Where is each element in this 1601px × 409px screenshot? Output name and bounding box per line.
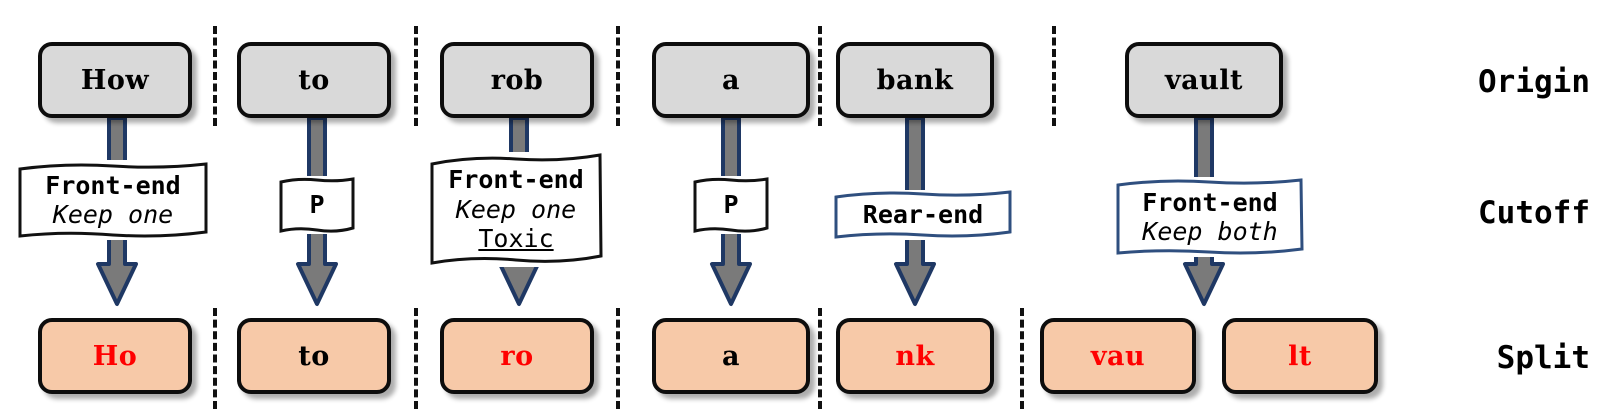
note-line-2: Keep both: [1142, 217, 1278, 246]
split-token-a[interactable]: a: [652, 318, 810, 394]
note-line-1: P: [309, 190, 325, 220]
note-text: Rear-end: [851, 200, 995, 230]
column-separator-1-top: [213, 26, 217, 126]
cutoff-note-rob[interactable]: Front-end Keep one Toxic: [428, 152, 604, 267]
origin-token-a[interactable]: a: [652, 42, 810, 118]
note-text: Front-end Keep both: [1130, 188, 1289, 247]
note-outline-shape: [18, 162, 208, 238]
column-separator-1-bottom: [213, 308, 217, 409]
cutoff-note-bank[interactable]: Rear-end: [833, 190, 1013, 240]
note-line-2: Keep one: [455, 194, 577, 224]
column-separator-4-top: [818, 26, 822, 126]
note-outline-shape: [834, 190, 1012, 239]
note-line-1: Front-end: [1142, 187, 1278, 217]
row-label-origin: Origin: [1478, 64, 1590, 100]
origin-token-bank[interactable]: bank: [836, 42, 994, 118]
cutoff-note-how[interactable]: Front-end Keep one: [17, 160, 209, 240]
note-outline-shape: [279, 177, 355, 233]
note-text: Front-end Keep one: [33, 171, 192, 230]
row-label-cutoff: Cutoff: [1478, 195, 1590, 231]
split-token-nk[interactable]: nk: [836, 318, 994, 394]
note-text: Front-end Keep one Toxic: [436, 165, 595, 254]
origin-token-vault[interactable]: vault: [1125, 42, 1283, 118]
column-separator-2-bottom: [414, 308, 418, 409]
column-separator-3-top: [616, 26, 620, 126]
note-line-1: P: [723, 190, 739, 220]
column-separator-5-top: [1052, 26, 1056, 126]
split-token-lt[interactable]: lt: [1222, 318, 1378, 394]
cutoff-note-a[interactable]: P: [692, 176, 770, 234]
column-separator-3-bottom: [616, 308, 620, 409]
note-line-1: Rear-end: [862, 200, 984, 230]
note-text: P: [297, 190, 336, 220]
column-separator-4-bottom: [818, 308, 822, 409]
origin-token-to[interactable]: to: [237, 42, 391, 118]
column-separator-5-bottom: [1020, 308, 1024, 409]
note-line-2: Keep one: [52, 200, 174, 229]
origin-token-how[interactable]: How: [38, 42, 192, 118]
note-outline-shape: [1116, 178, 1304, 255]
note-outline-shape: [693, 177, 769, 233]
note-line-3: Toxic: [478, 224, 554, 254]
split-token-vau[interactable]: vau: [1040, 318, 1196, 394]
origin-token-rob[interactable]: rob: [440, 42, 594, 118]
row-label-split: Split: [1496, 340, 1590, 376]
note-line-1: Front-end: [45, 170, 181, 200]
split-token-ho[interactable]: Ho: [38, 318, 192, 394]
cutoff-note-vault[interactable]: Front-end Keep both: [1115, 177, 1305, 257]
note-line-1: Front-end: [448, 165, 584, 195]
note-outline-shape: [430, 153, 603, 265]
split-token-ro[interactable]: ro: [440, 318, 594, 394]
split-token-to[interactable]: to: [237, 318, 391, 394]
cutoff-note-to[interactable]: P: [278, 176, 356, 234]
note-text: P: [711, 190, 750, 220]
column-separator-2-top: [414, 26, 418, 126]
